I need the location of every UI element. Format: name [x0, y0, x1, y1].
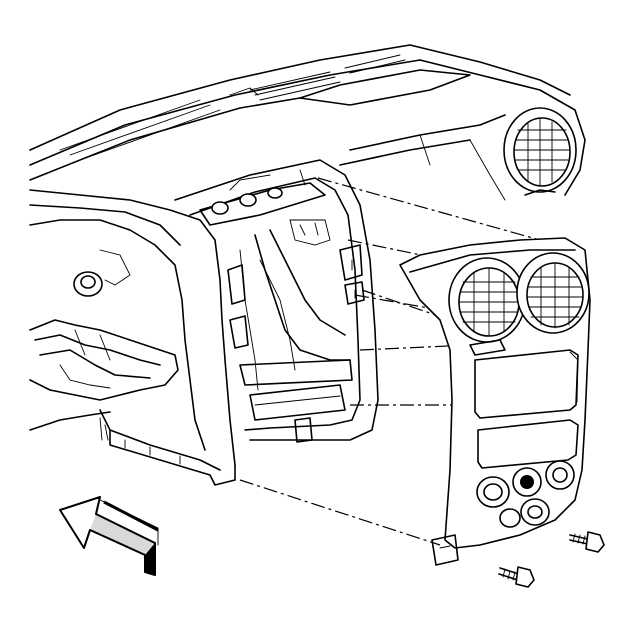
right-outer-air-vent [503, 107, 577, 196]
arrow-forward-direction-icon [59, 496, 159, 576]
control-knobs [476, 460, 575, 528]
bolt-icon [498, 566, 535, 588]
centre-trim-bezel [399, 237, 591, 566]
centre-right-air-vent [516, 252, 590, 334]
bolt-icon [569, 531, 605, 553]
alignment-lines [239, 177, 541, 546]
centre-left-air-vent [448, 257, 526, 343]
centre-stack-opening [174, 159, 379, 443]
instrument-panel-carrier [29, 44, 586, 486]
